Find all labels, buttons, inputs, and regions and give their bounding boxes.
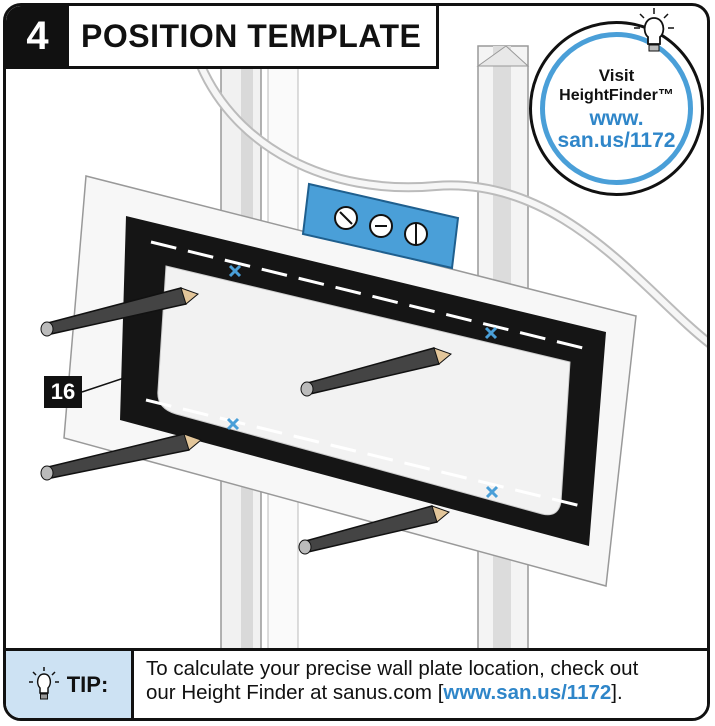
tip-line-2-suffix: ].: [611, 681, 623, 704]
step-number: 4: [6, 6, 69, 66]
illustration: [40, 35, 707, 656]
step-header: 4 POSITION TEMPLATE: [6, 6, 439, 69]
tip-line-2-prefix: our Height Finder at sanus.com [: [146, 681, 444, 704]
tip-line-1: To calculate your precise wall plate loc…: [146, 657, 639, 680]
tip-bar: TIP: To calculate your precise wall plat…: [6, 648, 707, 718]
tip-label: TIP:: [66, 671, 109, 697]
step-title: POSITION TEMPLATE: [81, 17, 422, 54]
badge-visit-text: Visit: [598, 65, 635, 85]
tip-label-block: TIP:: [6, 651, 134, 718]
heightfinder-badge[interactable]: Visit HeightFinder™ www. san.us/1172: [529, 21, 704, 196]
pencil-icon: [40, 287, 199, 337]
tip-text: To calculate your precise wall plate loc…: [134, 651, 707, 718]
badge-heightfinder-text: HeightFinder™: [559, 86, 674, 104]
badge-www-text[interactable]: www.: [589, 106, 644, 130]
template-frame: [120, 216, 606, 546]
pencil-icon: [40, 433, 202, 481]
heightfinder-badge-ring: Visit HeightFinder™ www. san.us/1172: [540, 32, 693, 185]
tip-url-link[interactable]: www.san.us/1172: [443, 681, 612, 704]
pencil-icon: [298, 505, 450, 555]
part-label: 16: [44, 376, 82, 408]
badge-url-link[interactable]: san.us/1172: [557, 128, 676, 152]
tip-line-2: our Height Finder at sanus.com [www.san.…: [146, 681, 703, 705]
instruction-panel: 4 POSITION TEMPLATE 16 Visit HeightFinde…: [3, 3, 710, 721]
pencil-icon: [300, 347, 452, 397]
lightbulb-icon: [28, 666, 59, 699]
lightbulb-icon: [634, 8, 674, 52]
level-icon: [301, 182, 460, 270]
